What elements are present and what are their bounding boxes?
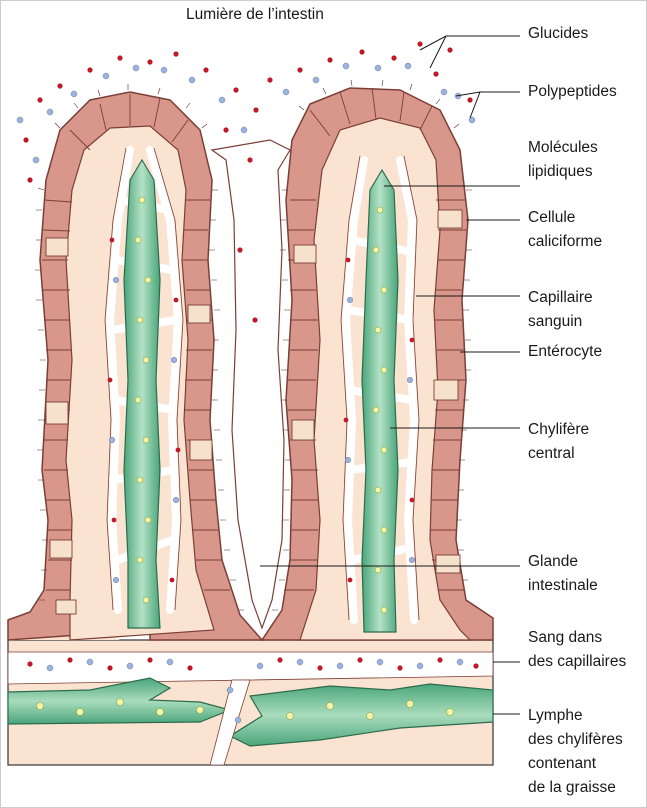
label-polypeptides: Polypeptides xyxy=(528,80,617,104)
label-glande-intestinale: Glandeintestinale xyxy=(528,550,598,598)
label-lymphe: Lymphedes chylifèrescontenantde la grais… xyxy=(528,704,623,800)
label-enterocyte: Entérocyte xyxy=(528,340,602,364)
lacteal-right xyxy=(362,170,398,632)
lumen-title: Lumière de l’intestin xyxy=(186,6,324,24)
label-capillaire-sanguin: Capillairesanguin xyxy=(528,286,593,334)
label-cellule-caliciforme: Cellulecaliciforme xyxy=(528,206,602,254)
label-sang-capillaires: Sang dansdes capillaires xyxy=(528,626,626,674)
label-glucides: Glucides xyxy=(528,22,588,46)
label-molecules-lipidiques: Moléculeslipidiques xyxy=(528,136,598,184)
crypt-lumen xyxy=(212,140,290,628)
label-chylifere-central: Chylifèrecentral xyxy=(528,418,589,466)
